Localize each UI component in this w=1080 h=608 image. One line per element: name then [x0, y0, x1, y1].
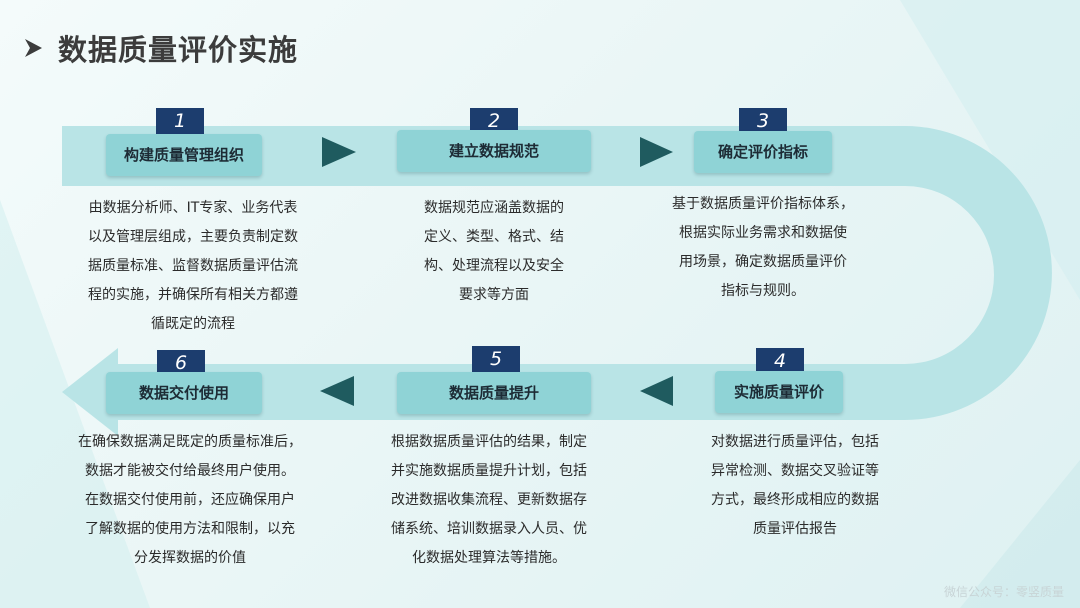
arrow-right-icon [640, 137, 673, 167]
step-3-description: 基于数据质量评价指标体系，根据实际业务需求和数据使用场景，确定数据质量评价指标与… [672, 196, 854, 299]
arrow-left-icon [320, 376, 354, 406]
step-3-number: 3 [739, 108, 787, 134]
step-6-label: 数据交付使用 [106, 372, 262, 414]
watermark: 微信公众号：零竖质量 [943, 585, 1064, 599]
step-1-description: 由数据分析师、IT专家、业务代表以及管理层组成，主要负责制定数据质量标准、监督数… [88, 200, 298, 332]
step-1-label: 构建质量管理组织 [106, 134, 262, 176]
step-6-description: 在确保数据满足既定的质量标准后，数据才能被交付给最终用户使用。在数据交付使用前，… [78, 434, 302, 566]
step-5-number: 5 [472, 346, 520, 372]
step-1-number: 1 [156, 108, 204, 134]
step-3-label: 确定评价指标 [694, 131, 832, 173]
step-2-label: 建立数据规范 [397, 130, 591, 172]
step-2-description: 数据规范应涵盖数据的定义、类型、格式、结构、处理流程以及安全要求等方面 [424, 200, 564, 303]
step-6-number: 6 [157, 350, 205, 376]
chevron-right-icon [25, 39, 42, 57]
step-5-description: 根据数据质量评估的结果，制定并实施数据质量提升计划，包括改进数据收集流程、更新数… [391, 434, 587, 566]
step-4-number: 4 [756, 348, 804, 374]
page-title: 数据质量评价实施 [58, 33, 299, 67]
step-4-description: 对数据进行质量评估，包括异常检测、数据交叉验证等方式，最终形成相应的数据质量评估… [711, 434, 879, 537]
arrow-left-icon [640, 376, 673, 406]
step-2-number: 2 [470, 108, 518, 134]
step-4-label: 实施质量评价 [715, 371, 843, 413]
page-header: 数据质量评价实施 [22, 28, 298, 68]
arrow-right-icon [322, 137, 356, 167]
step-5-label: 数据质量提升 [397, 372, 591, 414]
